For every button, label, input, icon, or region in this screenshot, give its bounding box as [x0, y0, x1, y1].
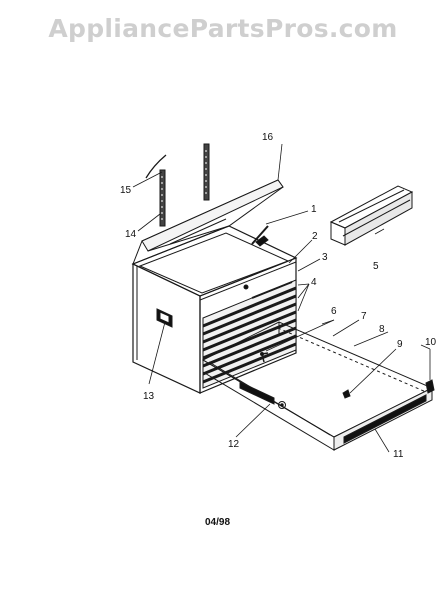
callout-2: 2 — [312, 231, 318, 242]
tote-tray — [329, 185, 414, 246]
drawer-handle — [343, 394, 427, 444]
lid-stay — [251, 225, 269, 247]
drawer-slide — [239, 381, 286, 409]
rails — [159, 143, 210, 227]
callout-8: 8 — [379, 324, 385, 335]
callout-3: 3 — [322, 252, 328, 263]
callout-7: 7 — [361, 311, 367, 322]
callout-14: 14 — [125, 229, 137, 240]
callout-11: 11 — [393, 449, 404, 460]
leader-lines — [132, 143, 431, 453]
callout-15: 15 — [120, 185, 132, 196]
watermark: AppliancePartsPros.com — [48, 14, 398, 43]
callout-10: 10 — [425, 337, 437, 348]
date-code: 04/98 — [205, 517, 231, 528]
callout-13: 13 — [143, 391, 155, 402]
callout-16: 16 — [262, 132, 274, 143]
callout-4: 4 — [311, 277, 317, 288]
trim-strip — [145, 154, 167, 179]
callout-1: 1 — [311, 204, 317, 215]
drawer-stack — [202, 279, 297, 389]
callout-6: 6 — [331, 306, 337, 317]
side-handle — [156, 308, 173, 328]
callout-9: 9 — [397, 339, 403, 350]
callout-12: 12 — [228, 439, 240, 450]
callout-5: 5 — [373, 261, 379, 272]
small-parts — [260, 352, 435, 399]
lid — [132, 179, 284, 265]
